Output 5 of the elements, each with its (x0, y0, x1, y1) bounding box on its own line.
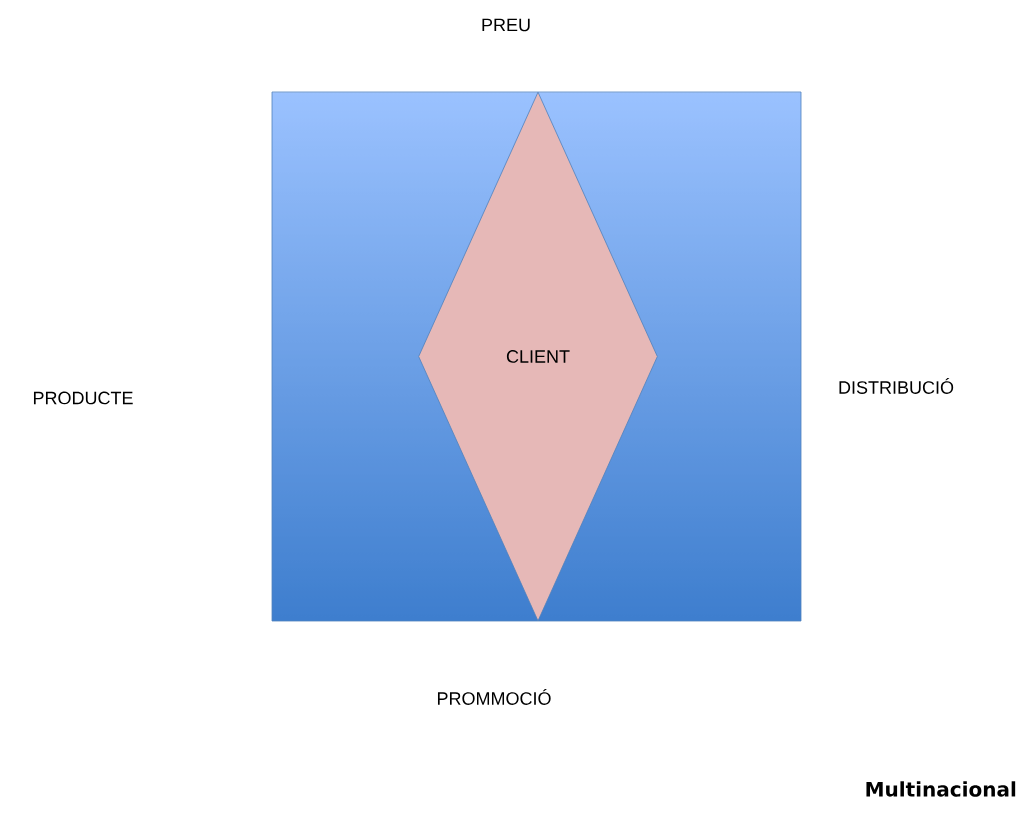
label-text: PREU (482, 18, 530, 32)
label-text: DISTRIBUCIÓ (839, 378, 954, 394)
label-text: Multinacional (866, 781, 1016, 797)
label-text: PROMMOCIÓ (438, 689, 551, 705)
label-text: PRODUCTE (33, 391, 133, 405)
